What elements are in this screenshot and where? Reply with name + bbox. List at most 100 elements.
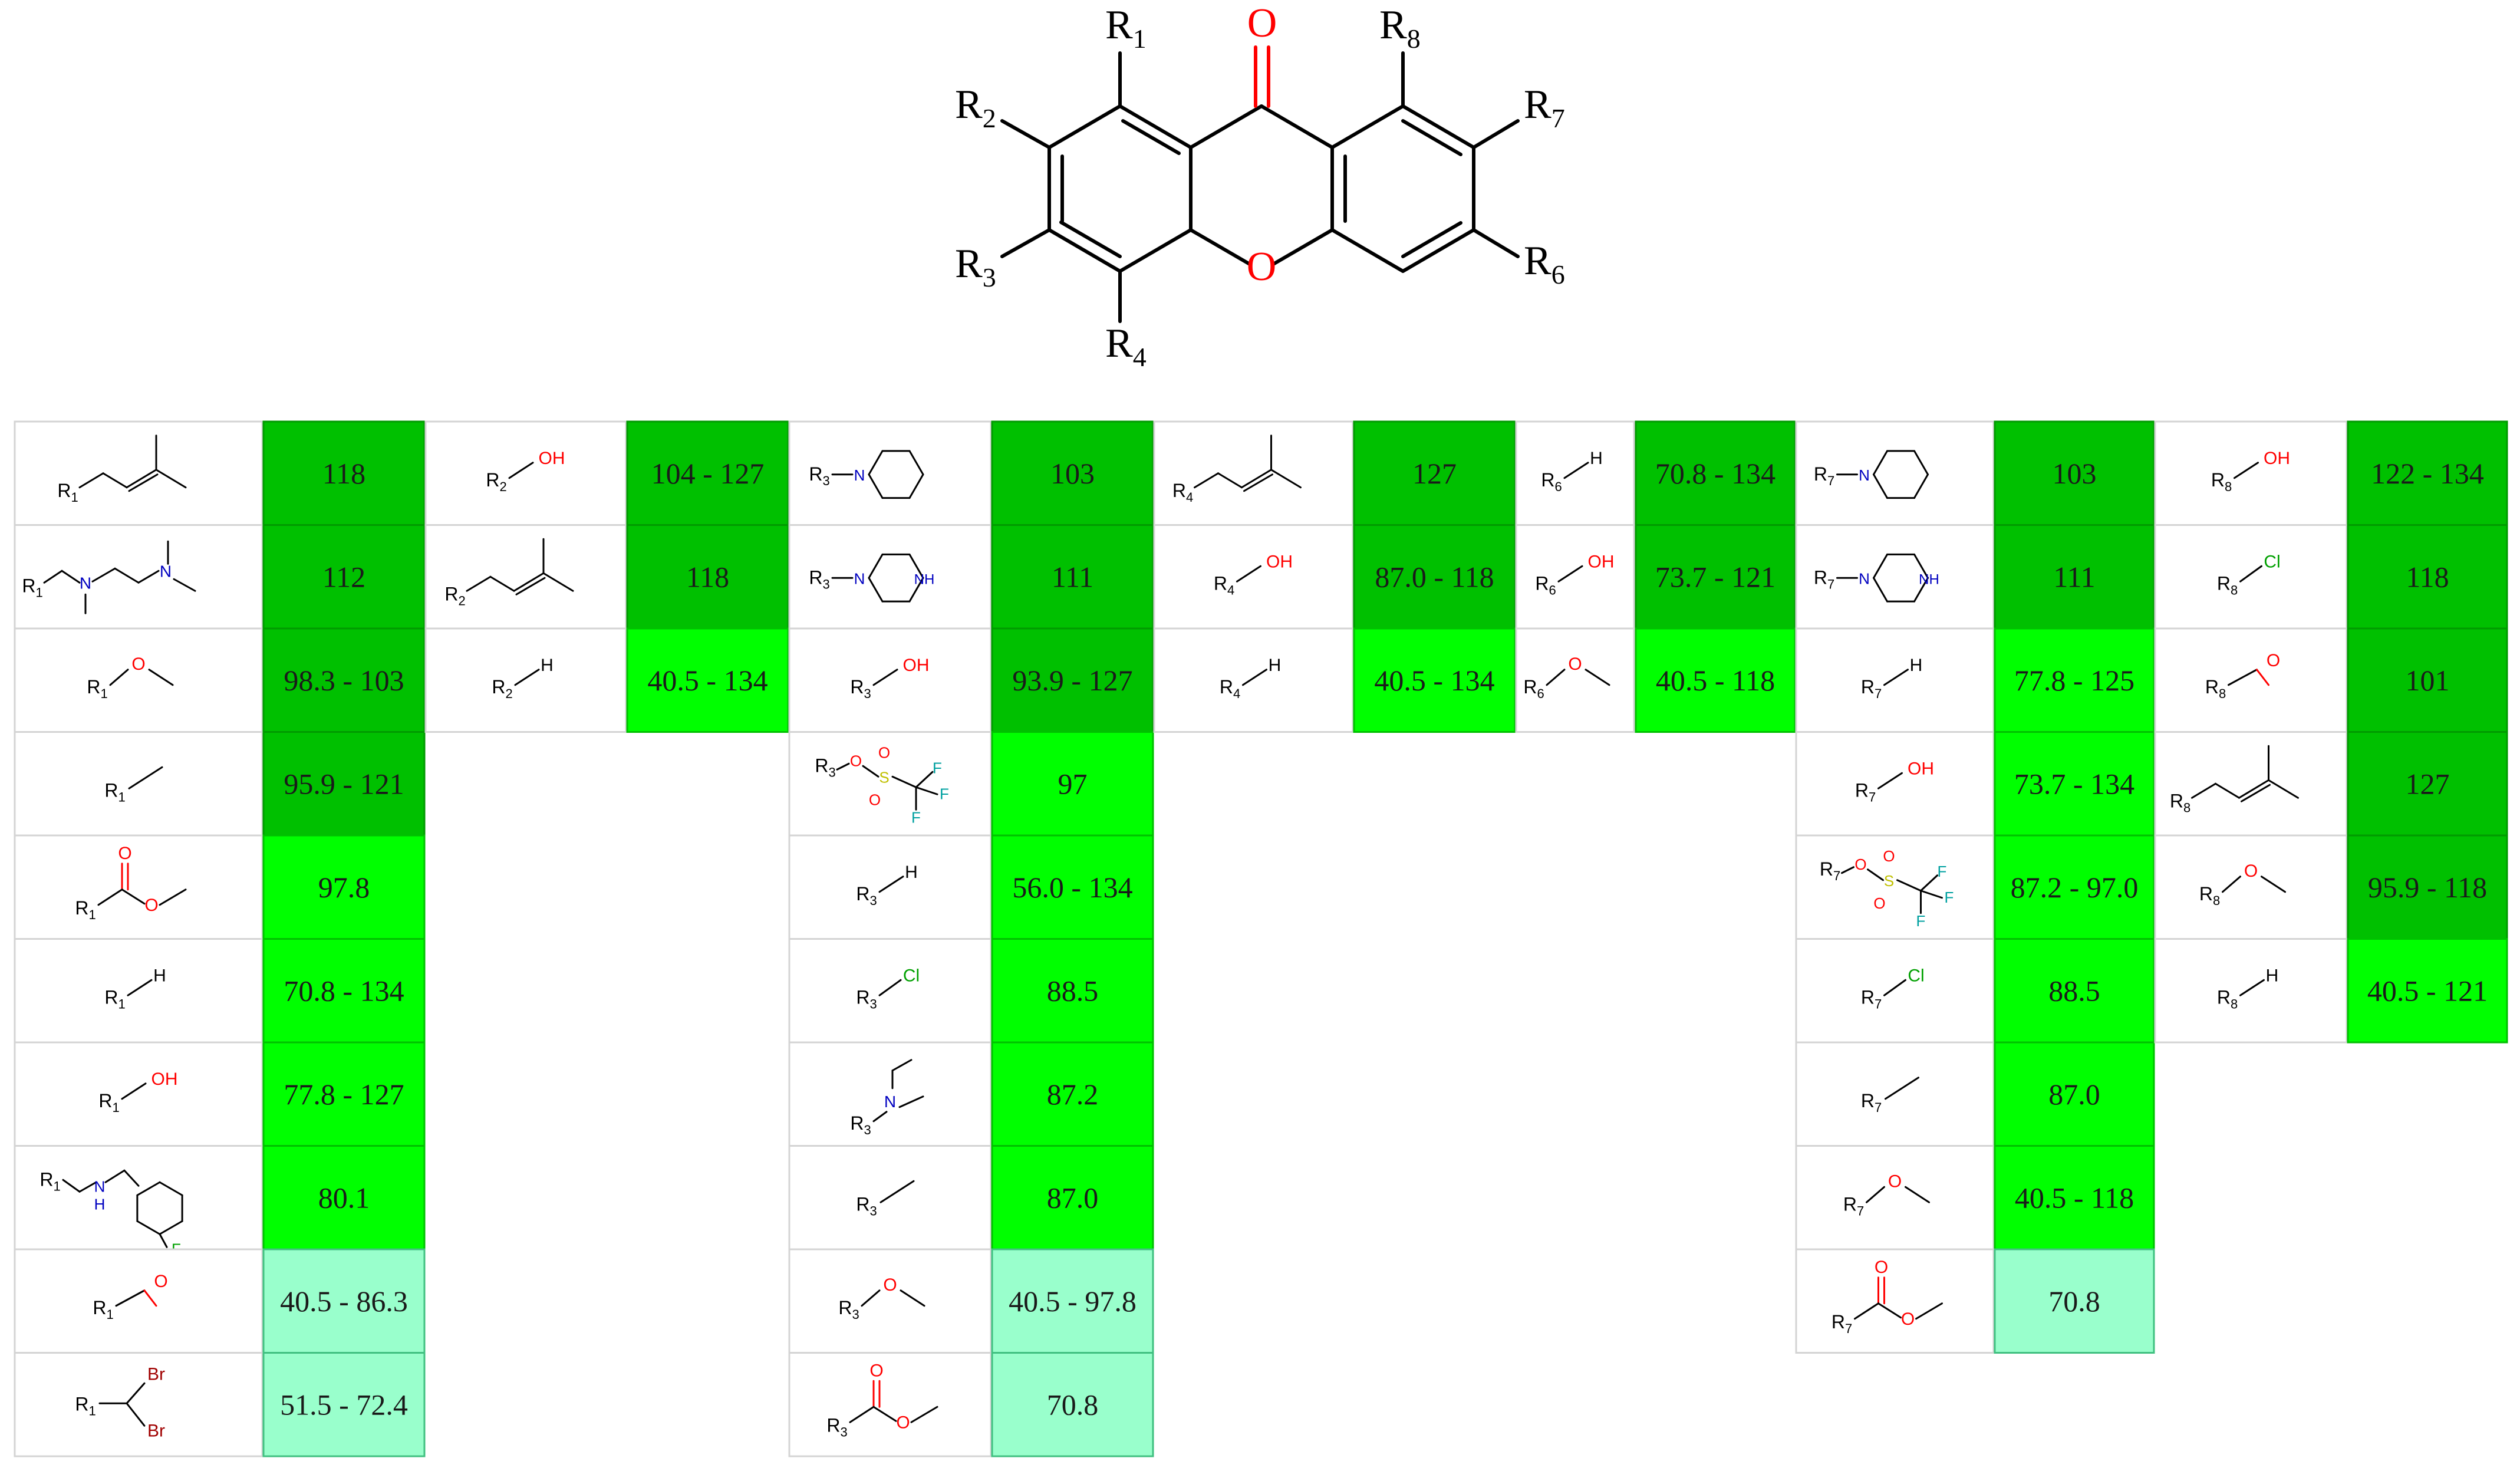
- svg-text:R1: R1: [93, 1297, 113, 1322]
- substituent-cell-r3-h: R3 H: [788, 834, 992, 940]
- value-cell: 127: [2347, 731, 2508, 837]
- h-fragment-structure: R6H: [1541, 449, 1603, 494]
- svg-text:F: F: [1945, 888, 1954, 906]
- substituent-cell-r8-methoxy: R8O: [2154, 834, 2348, 940]
- value-cell: 51.5 - 72.4: [262, 1352, 426, 1457]
- h-fragment-structure: R4H: [1220, 656, 1282, 701]
- value-cell: 95.9 - 118: [2347, 834, 2508, 940]
- value-label: 87.0: [2048, 1078, 2100, 1111]
- value-label: 77.8 - 125: [2014, 664, 2134, 697]
- value-cell: 87.0: [991, 1145, 1154, 1250]
- svg-text:R3: R3: [856, 1193, 877, 1218]
- value-cell: 87.0 - 118: [1353, 524, 1516, 630]
- substituent-cell-r2-h: R2H: [424, 627, 627, 733]
- value-label: 40.5 - 118: [2015, 1181, 2134, 1214]
- core-r6-label: R6: [1524, 238, 1565, 289]
- value-label: 122 - 134: [2371, 457, 2484, 490]
- svg-text:OH: OH: [903, 656, 930, 675]
- svg-text:R8: R8: [2217, 572, 2238, 597]
- svg-text:R3: R3: [850, 1113, 871, 1137]
- svg-text:R4: R4: [1220, 676, 1240, 701]
- svg-text:R8: R8: [2170, 790, 2190, 815]
- svg-text:R7: R7: [1855, 779, 1876, 804]
- value-label: 87.0: [1047, 1181, 1099, 1214]
- svg-text:R1: R1: [75, 1393, 95, 1418]
- svg-text:H: H: [905, 863, 918, 882]
- svg-text:R1: R1: [104, 986, 125, 1011]
- value-cell: 88.5: [1994, 938, 2155, 1044]
- value-label: 87.2 - 97.0: [2011, 871, 2139, 904]
- svg-text:H: H: [153, 966, 166, 985]
- value-label: 73.7 - 134: [2014, 767, 2134, 800]
- svg-text:O: O: [1888, 1171, 1902, 1191]
- value-label: 40.5 - 86.3: [280, 1285, 408, 1318]
- value-label: 87.2: [1047, 1078, 1099, 1111]
- value-label: 51.5 - 72.4: [280, 1388, 408, 1421]
- substituent-cell-r7-methoxy: R7O: [1795, 1145, 1995, 1250]
- value-label: 40.5 - 97.8: [1009, 1285, 1137, 1318]
- svg-text:R8: R8: [2217, 986, 2238, 1011]
- core-r2-label: R2: [955, 82, 996, 133]
- svg-text:O: O: [118, 844, 131, 863]
- substituent-cell-r1-fluorobenzylamine: R1NHF: [14, 1145, 263, 1258]
- value-label: 101: [2406, 664, 2450, 697]
- value-cell: 122 - 134: [2347, 420, 2508, 526]
- svg-text:OH: OH: [2264, 449, 2290, 468]
- value-cell: 40.5 - 86.3: [262, 1248, 426, 1354]
- substituent-cell-r4-h: R4H: [1153, 627, 1354, 733]
- value-cell: 101: [2347, 627, 2508, 733]
- svg-text:R3: R3: [850, 676, 871, 701]
- substituent-cell-r4-prenyl: R4: [1153, 420, 1354, 526]
- value-cell: 73.7 - 134: [1994, 731, 2155, 837]
- svg-text:Cl: Cl: [903, 966, 920, 985]
- svg-text:R2: R2: [486, 469, 506, 494]
- svg-text:R4: R4: [1172, 480, 1193, 505]
- core-r3-label: R3: [955, 241, 996, 292]
- oh-fragment-structure: R3 OH: [850, 656, 929, 701]
- svg-text:O: O: [154, 1272, 167, 1291]
- svg-text:N: N: [94, 1177, 106, 1195]
- core-r4-label: R4: [1105, 321, 1147, 372]
- value-label: 70.8 - 134: [1655, 457, 1775, 490]
- prenyl-fragment-structure: R4: [1172, 435, 1302, 505]
- svg-text:R7: R7: [1861, 986, 1882, 1011]
- value-cell: 77.8 - 125: [1994, 627, 2155, 733]
- svg-text:R4: R4: [1214, 572, 1234, 597]
- methoxy-fragment-structure: R8O: [2199, 861, 2286, 908]
- svg-text:F: F: [940, 785, 949, 802]
- methyl-fragment-structure: R3: [856, 1180, 915, 1218]
- svg-text:R3: R3: [856, 883, 877, 908]
- aldehyde-fragment-structure: R1 O: [93, 1272, 167, 1322]
- value-label: 93.9 - 127: [1012, 664, 1132, 697]
- value-label: 73.7 - 121: [1655, 560, 1775, 593]
- value-cell: 103: [991, 420, 1154, 526]
- svg-text:H: H: [1910, 656, 1923, 675]
- svg-text:R6: R6: [1541, 469, 1562, 494]
- svg-text:R2: R2: [444, 583, 465, 608]
- value-cell: 40.5 - 134: [1353, 627, 1516, 733]
- svg-text:R7: R7: [1820, 858, 1840, 883]
- xanthone-core-structure: O O R1 R2 R3 R4 R6 R7 R8: [955, 1, 1565, 372]
- svg-text:N: N: [854, 466, 865, 484]
- substituent-cell-r6-methoxy: R6O: [1515, 627, 1635, 733]
- svg-text:O: O: [896, 1413, 910, 1432]
- substituent-cell-r1-methoxy: R1O: [14, 627, 263, 733]
